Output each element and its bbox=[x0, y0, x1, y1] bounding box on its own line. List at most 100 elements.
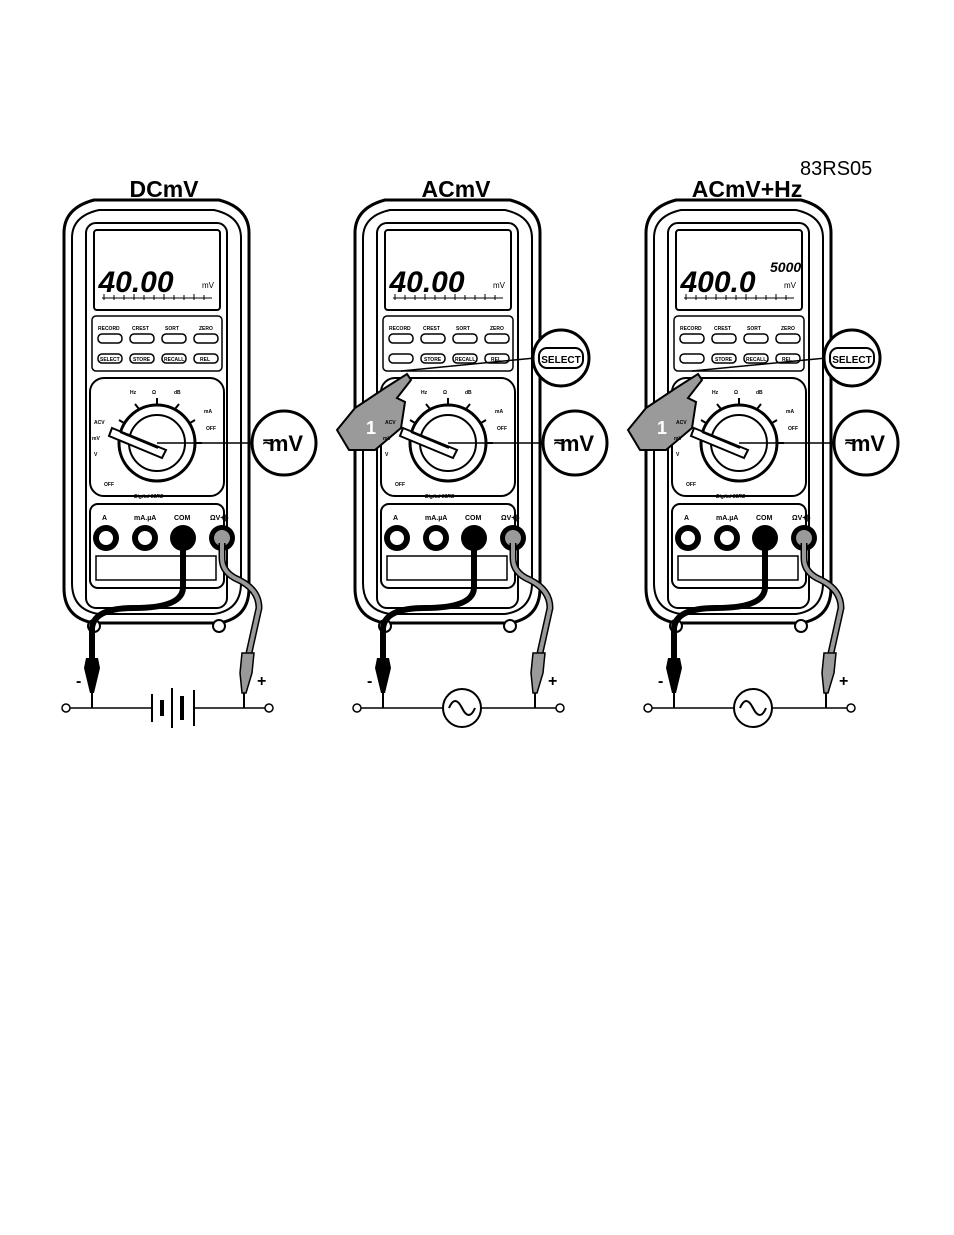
meter-label: mV bbox=[92, 436, 100, 442]
display-value: 40.00 bbox=[388, 266, 464, 299]
meter-label: OFF bbox=[206, 426, 216, 432]
meter-label: mA.µA bbox=[134, 515, 156, 522]
meter-label: dB bbox=[465, 390, 472, 396]
negative-label: - bbox=[367, 673, 372, 690]
meter-label: RECORD bbox=[98, 326, 120, 332]
meter-label: mV bbox=[383, 436, 391, 442]
meter-label: Hz bbox=[421, 390, 428, 396]
ac-source-icon bbox=[442, 688, 482, 728]
meter-label: ZERO bbox=[199, 326, 213, 332]
meter-label: OFF bbox=[497, 426, 507, 432]
meter-label: ZERO bbox=[781, 326, 795, 332]
meter-label: REL bbox=[782, 357, 792, 363]
meter-label: Digital 83RS bbox=[716, 494, 746, 500]
meter-label: SORT bbox=[165, 326, 179, 332]
meter-label: ΩV+|- bbox=[792, 515, 811, 522]
meter-label: dB bbox=[174, 390, 181, 396]
ac-source-icon bbox=[733, 688, 773, 728]
select-callout-label: SELECT bbox=[832, 355, 871, 366]
meter-label: SORT bbox=[747, 326, 761, 332]
meter-labels-panel-3: RECORD CREST SORT ZERO STORE RECALL REL ACV… bbox=[674, 326, 811, 522]
meter-label: A bbox=[102, 515, 107, 522]
meter-label: ACV bbox=[676, 420, 687, 426]
positive-label: + bbox=[839, 673, 848, 690]
positive-label: + bbox=[548, 673, 557, 690]
meter-label: mA bbox=[786, 409, 794, 415]
meter-panel-acmv-hz: 400.0 5000 mV - + mV ≂ SELECT 1 bbox=[626, 198, 900, 728]
meter-label: OFF bbox=[788, 426, 798, 432]
meter-panel-acmv: 40.00 mV - + mV ≂ SELECT 1 bbox=[335, 198, 609, 728]
meter-label: OFF bbox=[104, 482, 114, 488]
meter-label: mA bbox=[495, 409, 503, 415]
range-callout-circle bbox=[541, 409, 609, 477]
meter-label: RECALL bbox=[746, 357, 766, 363]
range-callout-symbol: ≂ bbox=[844, 433, 856, 449]
range-callout-circle bbox=[250, 409, 318, 477]
meter-label: ΩV+|- bbox=[501, 515, 520, 522]
display-value: 400.0 bbox=[679, 266, 755, 299]
display-unit: mV bbox=[493, 281, 506, 290]
meter-label: Hz bbox=[130, 390, 137, 396]
meter-label: COM bbox=[174, 515, 191, 522]
meter-label: mA bbox=[204, 409, 212, 415]
range-callout-circle bbox=[832, 409, 900, 477]
meter-label: mV bbox=[674, 436, 682, 442]
meter-label: RECALL bbox=[455, 357, 475, 363]
meter-label: Digital 83RS bbox=[425, 494, 455, 500]
meter-label: STORE bbox=[715, 357, 733, 363]
meter-label: Hz bbox=[712, 390, 719, 396]
step-number: 1 bbox=[657, 418, 667, 438]
negative-label: - bbox=[76, 673, 81, 690]
meter-label: CREST bbox=[714, 326, 731, 332]
meter-label: ZERO bbox=[490, 326, 504, 332]
battery-icon bbox=[151, 688, 195, 728]
positive-label: + bbox=[257, 673, 266, 690]
meter-label: CREST bbox=[423, 326, 440, 332]
meter-label: V bbox=[385, 452, 389, 458]
display-unit: mV bbox=[784, 281, 797, 290]
display-secondary: 5000 bbox=[770, 259, 801, 275]
meter-label: STORE bbox=[133, 357, 151, 363]
meter-label: Ω bbox=[443, 390, 447, 396]
meter-label: COM bbox=[465, 515, 482, 522]
meter-label: Ω bbox=[734, 390, 738, 396]
figure-id: 83RS05 bbox=[800, 158, 873, 180]
meter-label: RECORD bbox=[680, 326, 702, 332]
meter-label: SELECT bbox=[100, 357, 120, 363]
negative-label: - bbox=[658, 673, 663, 690]
meter-label: COM bbox=[756, 515, 773, 522]
meter-label: mA.µA bbox=[425, 515, 447, 522]
panel-title-acmv: ACmV bbox=[421, 176, 491, 202]
range-callout-label: mV bbox=[269, 431, 304, 456]
range-callout-label: mV bbox=[560, 431, 595, 456]
meter-panel-dcmv: 40.00 mV - + mV ≂ bbox=[62, 198, 318, 728]
meter-label: REL bbox=[491, 357, 501, 363]
meter-label: Digital 83RS bbox=[134, 494, 164, 500]
select-callout-label: SELECT bbox=[541, 355, 580, 366]
meter-label: dB bbox=[756, 390, 763, 396]
meter-label: ACV bbox=[94, 420, 105, 426]
step-number: 1 bbox=[366, 418, 376, 438]
meter-label: Ω bbox=[152, 390, 156, 396]
hand-icon bbox=[335, 372, 413, 451]
panel-title-acmv-hz: ACmV+Hz bbox=[691, 176, 803, 202]
range-callout-symbol: ≂ bbox=[262, 433, 274, 449]
meter-label: RECALL bbox=[164, 357, 184, 363]
meter-label: STORE bbox=[424, 357, 442, 363]
range-callout-label: mV bbox=[851, 431, 886, 456]
display-value: 40.00 bbox=[97, 266, 173, 299]
meter-label: A bbox=[393, 515, 398, 522]
meter-label: OFF bbox=[686, 482, 696, 488]
meter-label: ACV bbox=[385, 420, 396, 426]
meter-label: OFF bbox=[395, 482, 405, 488]
meter-label: RECORD bbox=[389, 326, 411, 332]
meter-label: V bbox=[94, 452, 98, 458]
meter-label: ΩV+|- bbox=[210, 515, 229, 522]
panel-title-dcmv: DCmV bbox=[129, 176, 199, 202]
range-callout-symbol: ≂ bbox=[553, 433, 565, 449]
hand-icon bbox=[626, 372, 704, 451]
meter-label: CREST bbox=[132, 326, 149, 332]
